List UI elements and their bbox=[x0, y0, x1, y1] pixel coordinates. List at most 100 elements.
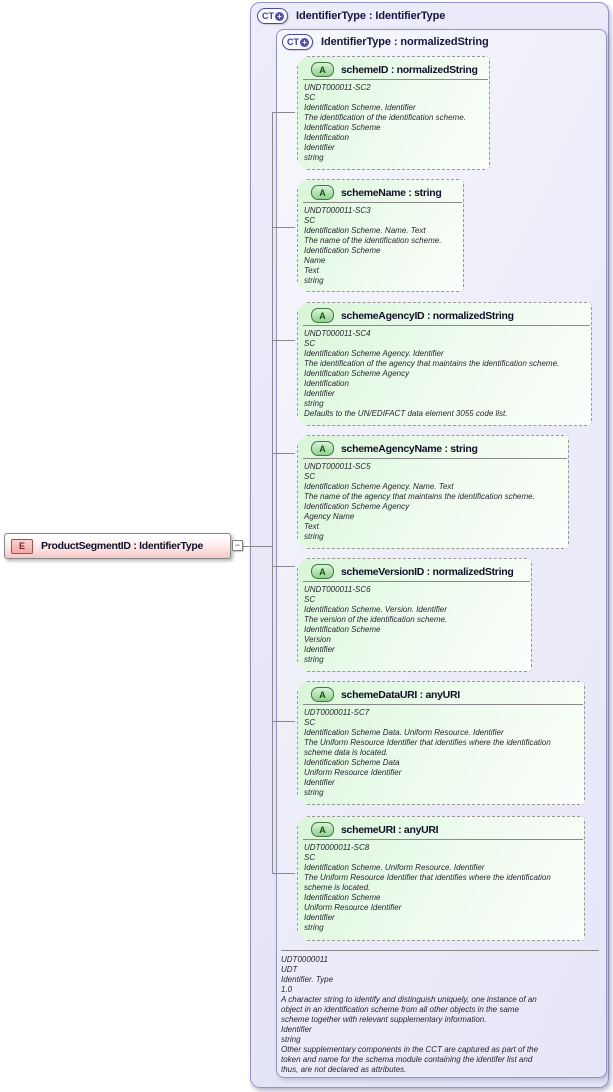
annotation-line: Identification Scheme. Uniform Resource.… bbox=[304, 863, 485, 872]
attribute-title: schemeAgencyID : normalizedString bbox=[341, 309, 514, 322]
annotation-line: Identification Scheme. Version. Identifi… bbox=[304, 605, 447, 614]
attribute-header: A schemeAgencyID : normalizedString bbox=[298, 303, 591, 325]
annotation-line: UDT0000011 bbox=[281, 955, 328, 964]
annotation-line: A character string to identify and disti… bbox=[281, 995, 537, 1004]
attribute-box-schemeid[interactable]: A schemeID : normalizedString UNDT000011… bbox=[297, 56, 490, 170]
annotation-line: Identification Scheme Agency. Name. Text bbox=[304, 482, 454, 491]
annotation-line: The version of the identification scheme… bbox=[304, 615, 448, 624]
plus-badge-icon: + bbox=[275, 11, 284, 21]
annotation-line: Identification Scheme. Identifier bbox=[304, 103, 416, 112]
attribute-header: A schemeURI : anyURI bbox=[298, 817, 584, 839]
minus-icon: − bbox=[234, 539, 241, 550]
annotation-line: The name of the identification scheme. bbox=[304, 236, 442, 245]
annotation-line: Identification Scheme bbox=[304, 625, 381, 634]
annotation-line: SC bbox=[304, 339, 316, 348]
complex-type-container-normalizedstring[interactable]: CT + IdentifierType : normalizedString A… bbox=[276, 29, 607, 1078]
annotation-line: SC bbox=[304, 718, 316, 727]
annotation-line: Identification Scheme Data bbox=[304, 758, 400, 767]
complex-type-icon: CT + bbox=[282, 34, 313, 50]
annotation-line: The identification of the identification… bbox=[304, 113, 466, 122]
annotation-line: string bbox=[304, 923, 324, 932]
annotation-line: Uniform Resource Identifier bbox=[304, 903, 402, 912]
annotation-line: string bbox=[304, 532, 324, 541]
annotation-line: string bbox=[304, 276, 324, 285]
annotation-line: Identifier bbox=[281, 1025, 312, 1034]
annotation-line: UDT0000011-SC8 bbox=[304, 843, 370, 852]
attribute-title: schemeName : string bbox=[341, 186, 442, 199]
element-box-productsegmentid[interactable]: E ProductSegmentID : IdentifierType bbox=[4, 533, 231, 559]
annotation-line: scheme together with relevant supplement… bbox=[281, 1015, 487, 1024]
attribute-icon: A bbox=[311, 308, 334, 323]
annotation-line: Name bbox=[304, 256, 326, 265]
annotation-line: SC bbox=[304, 595, 316, 604]
annotation-line: Text bbox=[304, 522, 319, 531]
attribute-box-schemeversionid[interactable]: A schemeVersionID : normalizedString UND… bbox=[297, 558, 532, 672]
annotation-line: scheme is located. bbox=[304, 883, 371, 892]
attribute-title: schemeID : normalizedString bbox=[341, 63, 478, 76]
attribute-title: schemeURI : anyURI bbox=[341, 823, 439, 836]
attribute-header: A schemeID : normalizedString bbox=[298, 57, 489, 79]
annotation-line: Identification Scheme Agency bbox=[304, 369, 410, 378]
separator bbox=[303, 458, 567, 459]
complex-type-header: CT + IdentifierType : normalizedString bbox=[282, 34, 489, 50]
annotation-line: The name of the agency that maintains th… bbox=[304, 492, 535, 501]
annotation-line: Other supplementary components in the CC… bbox=[281, 1045, 539, 1054]
annotation-line: Identification bbox=[304, 133, 349, 142]
element-icon: E bbox=[11, 538, 33, 554]
connector-line bbox=[272, 453, 295, 454]
annotation-line: Identification Scheme bbox=[304, 893, 381, 902]
annotation-line: SC bbox=[304, 216, 316, 225]
separator bbox=[303, 202, 462, 203]
annotation-line: Identification Scheme. Name. Text bbox=[304, 226, 426, 235]
separator bbox=[303, 581, 530, 582]
annotation-line: Agency Name bbox=[304, 512, 355, 521]
connector-line bbox=[272, 566, 295, 567]
attribute-header: A schemeDataURI : anyURI bbox=[298, 682, 584, 704]
annotation-line: UNDT000011-SC3 bbox=[304, 206, 371, 215]
annotation-line: object in an identification scheme from … bbox=[281, 1005, 519, 1014]
attribute-icon: A bbox=[311, 564, 334, 579]
annotation-line: Identification bbox=[304, 379, 349, 388]
annotation-line: The Uniform Resource Identifier that ide… bbox=[304, 873, 551, 882]
annotation-line: token and name for the schema module con… bbox=[281, 1055, 533, 1064]
annotation-line: SC bbox=[304, 93, 316, 102]
annotation-line: thus, are not declared as attributes. bbox=[281, 1065, 407, 1074]
attribute-header: A schemeVersionID : normalizedString bbox=[298, 559, 531, 581]
annotation-line: UNDT000011-SC4 bbox=[304, 329, 371, 338]
complex-type-title: IdentifierType : IdentifierType bbox=[296, 10, 446, 22]
annotation-line: string bbox=[304, 153, 324, 162]
separator bbox=[303, 839, 583, 840]
connector-line bbox=[272, 721, 295, 722]
complex-type-icon: CT + bbox=[257, 8, 288, 24]
annotation-line: UNDT000011-SC2 bbox=[304, 83, 371, 92]
collapse-handle[interactable]: − bbox=[232, 540, 243, 551]
attribute-box-schemeagencyname[interactable]: A schemeAgencyName : string UNDT000011-S… bbox=[297, 435, 569, 549]
annotation-line: Identification Scheme bbox=[304, 246, 381, 255]
annotation-line: SC bbox=[304, 853, 316, 862]
annotation-line: Text bbox=[304, 266, 319, 275]
annotation-line: Identification Scheme bbox=[304, 123, 381, 132]
attribute-header: A schemeName : string bbox=[298, 180, 463, 202]
annotation-line: Identifier. Type bbox=[281, 975, 334, 984]
complex-type-header: CT + IdentifierType : IdentifierType bbox=[257, 8, 445, 24]
attribute-icon: A bbox=[311, 687, 334, 702]
connector-line bbox=[243, 546, 272, 547]
separator bbox=[303, 704, 583, 705]
annotation-line: Identification Scheme Agency bbox=[304, 502, 410, 511]
annotation-line: Identifier bbox=[304, 778, 335, 787]
connector-line bbox=[272, 112, 295, 113]
separator bbox=[281, 950, 599, 951]
annotation-line: The identification of the agency that ma… bbox=[304, 359, 560, 368]
attribute-box-schemeagencyid[interactable]: A schemeAgencyID : normalizedString UNDT… bbox=[297, 302, 592, 426]
complex-type-container-identifiertype[interactable]: CT + IdentifierType : IdentifierType CT … bbox=[250, 2, 609, 1088]
